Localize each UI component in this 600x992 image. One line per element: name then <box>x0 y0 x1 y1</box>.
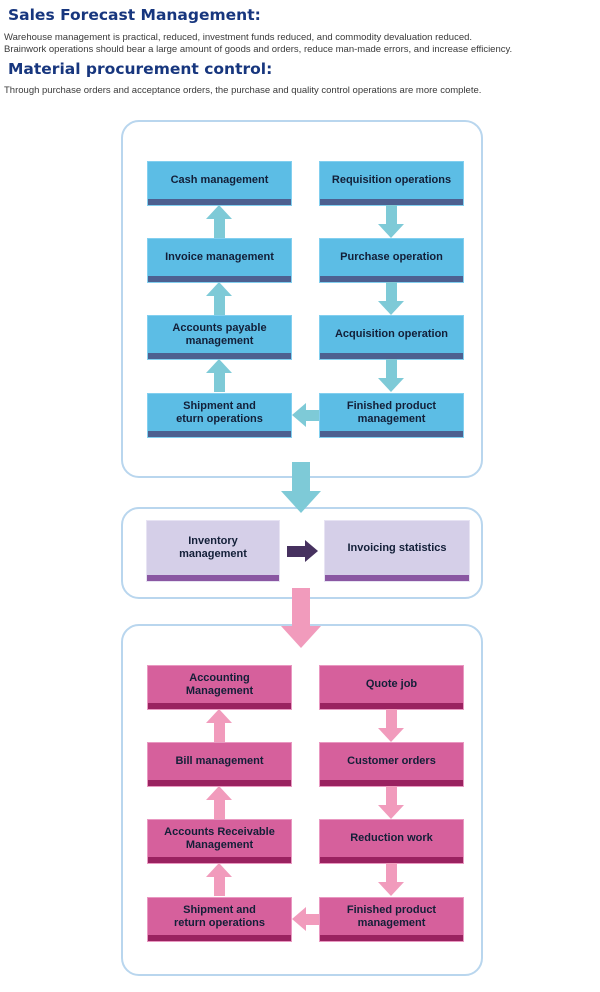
node-label: Management <box>185 838 254 851</box>
description-line: Warehouse management is practical, reduc… <box>4 32 473 43</box>
node-shipment-return-operations: Shipment and eturn operations <box>147 393 292 438</box>
material-procurement-heading: Material procurement control: <box>8 60 273 78</box>
arrow-down-icon <box>378 709 404 742</box>
node-invoice-management: Invoice management <box>147 238 292 283</box>
node-finished-product-management: Finished product management <box>319 393 464 438</box>
arrow-up-icon <box>206 709 232 742</box>
sales-forecast-heading: Sales Forecast Management: <box>8 6 261 24</box>
arrow-up-icon <box>206 786 232 819</box>
arrow-down-icon <box>378 205 404 238</box>
arrow-right-icon <box>287 540 318 562</box>
node-label: return operations <box>173 916 266 929</box>
node-label: Quote job <box>365 678 418 690</box>
node-label: Invoice management <box>165 251 274 263</box>
sales-forecast-description: Warehouse management is practical, reduc… <box>4 32 512 55</box>
node-invoicing-statistics: Invoicing statistics <box>324 520 470 582</box>
arrow-up-icon <box>206 205 232 238</box>
node-label: management <box>357 916 426 929</box>
arrow-down-icon <box>378 359 404 392</box>
node-inventory-management: Inventory management <box>146 520 280 582</box>
node-label: Customer orders <box>347 755 436 767</box>
node-label: management <box>185 334 254 347</box>
node-cash-management: Cash management <box>147 161 292 206</box>
node-label: Accounts payable <box>172 321 267 334</box>
node-label: Requisition operations <box>331 174 452 186</box>
node-purchase-operation: Purchase operation <box>319 238 464 283</box>
node-label: Reduction work <box>350 832 433 844</box>
node-label: Finished product <box>346 399 437 412</box>
flow-connector-down-icon <box>281 462 321 513</box>
node-label: Shipment and <box>183 903 256 916</box>
node-label: Invoicing statistics <box>347 541 447 554</box>
node-label: Bill management <box>175 755 264 767</box>
node-label: Shipment and <box>183 399 256 412</box>
node-label: Cash management <box>170 174 269 186</box>
node-reduction-work: Reduction work <box>319 819 464 864</box>
node-shipment-return-operations-sales: Shipment and return operations <box>147 897 292 942</box>
node-label: Accounts Receivable <box>164 825 275 838</box>
node-customer-orders: Customer orders <box>319 742 464 787</box>
node-acquisition-operation: Acquisition operation <box>319 315 464 360</box>
arrow-down-icon <box>378 863 404 896</box>
description-line: Brainwork operations should bear a large… <box>4 43 513 55</box>
node-label: Purchase operation <box>340 251 443 263</box>
arrow-up-icon <box>206 863 232 896</box>
flow-connector-down-icon <box>281 588 321 648</box>
arrow-left-icon <box>292 403 319 427</box>
node-label: Acquisition operation <box>334 328 449 340</box>
node-label: Finished product <box>346 903 437 916</box>
node-quote-job: Quote job <box>319 665 464 710</box>
node-accounting-management: Accounting Management <box>147 665 292 710</box>
node-label: Accounting <box>189 671 250 684</box>
node-accounts-payable-management: Accounts payable management <box>147 315 292 360</box>
node-label: management <box>357 412 426 425</box>
node-bill-management: Bill management <box>147 742 292 787</box>
node-accounts-receivable-management: Accounts Receivable Management <box>147 819 292 864</box>
arrow-down-icon <box>378 786 404 819</box>
arrow-up-icon <box>206 282 232 315</box>
node-requisition-operations: Requisition operations <box>319 161 464 206</box>
node-label: Management <box>185 684 254 697</box>
node-label: management <box>179 548 247 560</box>
node-finished-product-management-sales: Finished product management <box>319 897 464 942</box>
node-label: eturn operations <box>176 412 263 425</box>
material-procurement-description: Through purchase orders and acceptance o… <box>4 85 482 96</box>
node-label: Inventory <box>188 535 238 547</box>
arrow-up-icon <box>206 359 232 392</box>
arrow-down-icon <box>378 282 404 315</box>
arrow-left-icon <box>292 907 319 931</box>
